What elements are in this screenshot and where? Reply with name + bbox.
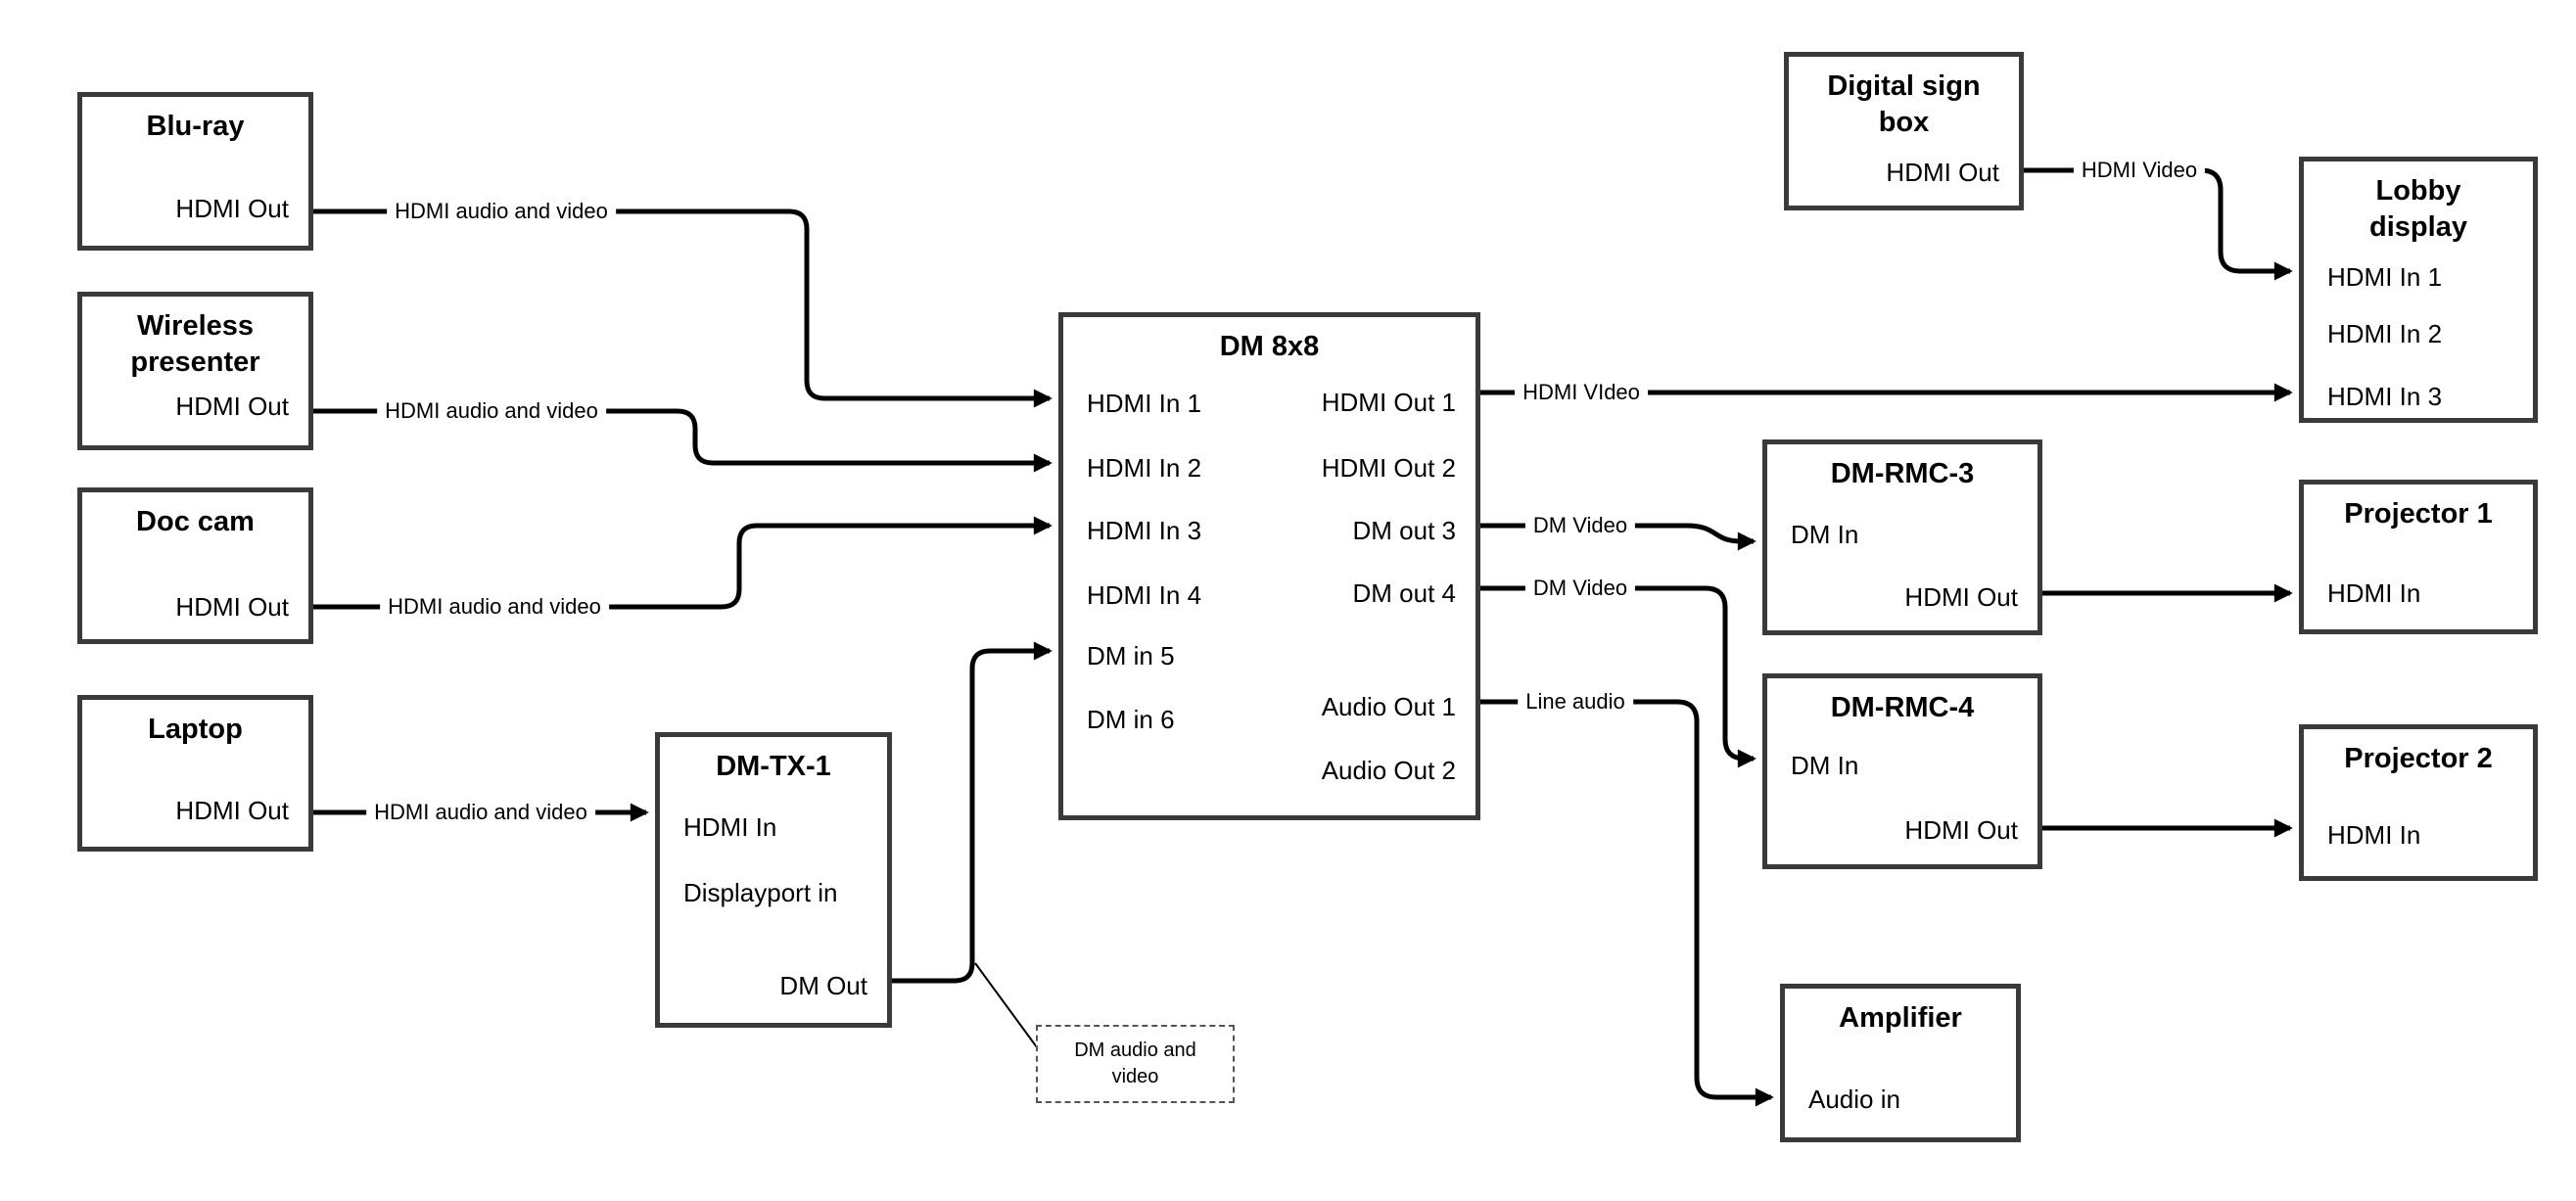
connector-dmout-callout-line	[974, 962, 1038, 1048]
node-title-line: DM-RMC-3	[1830, 458, 1975, 489]
node-title: Laptop	[82, 712, 308, 748]
connector-label-doccam-to-dm8x8-in3: HDMI audio and video	[380, 593, 609, 621]
connector-label-wireless-to-dm8x8-in2: HDMI audio and video	[377, 397, 606, 425]
node-title-line: Projector 1	[2344, 498, 2493, 530]
port-label-dm-tx-1: DM Out	[779, 971, 867, 1000]
port-label-dm-8x8: HDMI Out 1	[1321, 388, 1456, 417]
port-label-dm-rmc-3: DM In	[1791, 520, 1859, 549]
connector-dm8x8-out4-to-rmc4-dmin	[1480, 585, 1756, 768]
node-title: DM-RMC-4	[1767, 690, 2037, 726]
port-label-blu-ray: HDMI Out	[175, 194, 289, 223]
port-label-laptop: HDMI Out	[175, 796, 289, 825]
connector-dm8x8-audio1-to-amp	[1480, 699, 1774, 1107]
port-label-lobby-display: HDMI In 2	[2327, 319, 2443, 348]
node-title-line: Projector 2	[2344, 743, 2493, 774]
node-title: DM-RMC-3	[1767, 456, 2037, 492]
connector-label-signbox-to-lobby-in1: HDMI Video	[2073, 157, 2206, 184]
connector-label-dm8x8-out1-to-lobby-in3: HDMI VIdeo	[1515, 379, 1648, 406]
node-title-line: box	[1878, 107, 1930, 138]
node-title: Projector 1	[2304, 496, 2533, 532]
node-projector-2: Projector 2 HDMI In	[2299, 724, 2538, 881]
node-title: Doc cam	[82, 504, 308, 540]
node-title-line: Laptop	[148, 714, 243, 745]
port-label-dm-8x8: DM in 6	[1087, 705, 1175, 734]
port-label-dm-8x8: HDMI In 4	[1087, 580, 1202, 610]
node-title-line: Doc cam	[136, 506, 255, 537]
node-title-line: DM 8x8	[1219, 331, 1320, 362]
port-label-dm-8x8: HDMI In 2	[1087, 453, 1202, 483]
node-projector-1: Projector 1 HDMI In	[2299, 480, 2538, 634]
node-title-line: Wireless	[136, 310, 255, 342]
port-label-wireless-presenter: HDMI Out	[175, 392, 289, 421]
node-title: DM-TX-1	[660, 749, 887, 785]
note-text-line: video	[1111, 1066, 1159, 1087]
node-title-line: display	[2369, 211, 2467, 243]
connector-signbox-to-lobby-in1	[2024, 167, 2293, 281]
connector-wireless-to-dm8x8-in2	[313, 408, 1053, 473]
node-title-line: DM-RMC-4	[1830, 692, 1975, 723]
node-title: Lobby display	[2304, 173, 2533, 246]
connector-dm8x8-out3-to-rmc3-dmin	[1480, 523, 1756, 551]
node-title-line: Blu-ray	[146, 111, 245, 142]
port-label-dm-8x8: DM out 4	[1352, 578, 1457, 608]
node-title-line: presenter	[130, 346, 260, 378]
node-title-line: DM-TX-1	[716, 751, 831, 782]
node-title: Projector 2	[2304, 741, 2533, 777]
port-label-dm-8x8: DM out 3	[1352, 516, 1457, 545]
port-label-lobby-display: HDMI In 3	[2327, 382, 2443, 411]
connector-dmtx1-dmout-to-dm8x8-in5	[889, 641, 1053, 984]
port-label-dm-8x8: HDMI Out 2	[1321, 453, 1456, 483]
node-title-line: Amplifier	[1839, 1002, 1962, 1034]
connector-label-dm8x8-out4-to-rmc4-dmin: DM Video	[1524, 575, 1636, 602]
connector-label-dm8x8-audio1-to-amp: Line audio	[1518, 688, 1633, 716]
node-dm-rmc-4: DM-RMC-4 DM In HDMI Out	[1762, 673, 2042, 869]
connector-label-bluray-to-dm8x8-in1: HDMI audio and video	[387, 198, 616, 225]
port-label-projector-2: HDMI In	[2327, 820, 2421, 850]
port-label-amplifier: Audio in	[1808, 1085, 1900, 1114]
note-text-line: DM audio and	[1074, 1039, 1196, 1061]
node-title: Blu-ray	[82, 109, 308, 145]
connector-doccam-to-dm8x8-in3	[313, 516, 1053, 610]
connector-label-dm8x8-out3-to-rmc3-dmin: DM Video	[1524, 512, 1636, 539]
port-label-lobby-display: HDMI In 1	[2327, 262, 2443, 292]
port-label-dm-tx-1: Displayport in	[683, 878, 838, 907]
node-title: DM 8x8	[1063, 329, 1475, 365]
connector-bluray-to-dm8x8-in1	[313, 208, 1053, 408]
node-title-line: Lobby	[2375, 175, 2461, 207]
port-label-dm-8x8: DM in 5	[1087, 641, 1175, 670]
port-label-dm-tx-1: HDMI In	[683, 812, 777, 842]
port-label-dm-rmc-3: HDMI Out	[1904, 582, 2018, 612]
node-dm-rmc-3: DM-RMC-3 DM In HDMI Out	[1762, 439, 2042, 635]
port-label-doc-cam: HDMI Out	[175, 592, 289, 622]
port-label-dm-rmc-4: DM In	[1791, 751, 1859, 780]
node-title: Digital sign box	[1789, 69, 2019, 141]
node-title-line: Digital sign	[1827, 70, 1981, 102]
port-label-dm-8x8: Audio Out 1	[1321, 692, 1456, 721]
port-label-digital-sign-box: HDMI Out	[1886, 158, 1999, 187]
connector-label-laptop-to-dmtx1-hdmiin: HDMI audio and video	[366, 799, 595, 826]
node-title: Amplifier	[1785, 1000, 2016, 1037]
port-label-projector-1: HDMI In	[2327, 578, 2421, 608]
port-label-dm-rmc-4: HDMI Out	[1904, 815, 2018, 845]
dm-audio-video-note: DM audio and video	[1036, 1025, 1235, 1103]
port-label-dm-8x8: Audio Out 2	[1321, 756, 1456, 785]
port-label-dm-8x8: HDMI In 1	[1087, 389, 1202, 418]
port-label-dm-8x8: HDMI In 3	[1087, 516, 1202, 545]
node-title: Wireless presenter	[82, 308, 308, 381]
